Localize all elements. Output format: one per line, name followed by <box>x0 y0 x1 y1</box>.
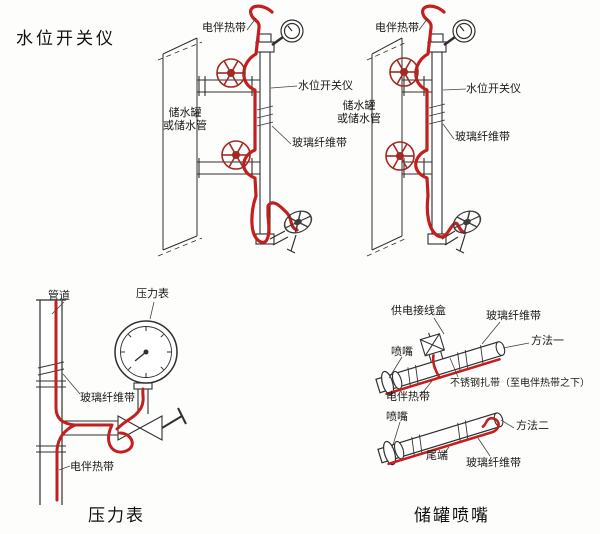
label-tank-right-line1: 储水罐 <box>342 100 376 112</box>
level-column-left <box>255 33 275 245</box>
label-method2: 方法二 <box>516 420 549 432</box>
valve-handwheel-lower-left-icon <box>221 140 251 170</box>
sight-gauge-left-icon <box>271 19 304 47</box>
label-fiber-tape-nozzle-top: 玻璃纤维带 <box>486 310 541 322</box>
valve-handwheel-upper-left-icon <box>216 58 246 88</box>
leaders-nozzle <box>388 317 530 457</box>
caption-tank-nozzle: 储罐喷嘴 <box>414 506 490 525</box>
fiber-bands-nozzle2 <box>411 420 469 456</box>
fiber-bands-left <box>256 105 274 127</box>
label-nozzle1: 喷嘴 <box>391 346 413 358</box>
label-method1: 方法一 <box>531 335 564 347</box>
sight-gauge-right-icon <box>443 19 476 47</box>
label-tank-right-line2: 或储水管 <box>337 112 381 125</box>
leader-lines-right <box>418 17 467 140</box>
nozzle-flange-icon <box>381 370 395 396</box>
leaders-pressure <box>51 301 155 471</box>
label-fiber-tape-right: 玻璃纤维带 <box>455 131 510 143</box>
nozzle-method2 <box>377 412 504 466</box>
tank-panel-right <box>366 37 408 257</box>
label-nozzle2: 喷嘴 <box>386 411 408 423</box>
label-fiber-tape-pressure: 玻璃纤维带 <box>80 392 135 404</box>
fiber-bands-right <box>428 103 446 125</box>
page-title: 水位开关仪 <box>16 29 116 48</box>
fiber-bands-pipe <box>37 361 65 376</box>
label-steel-tie: 不锈钢扎带（至电伴热带之下） <box>450 378 590 389</box>
label-tank-left-line1: 储水罐 <box>168 107 202 119</box>
label-fiber-tape-nozzle-bottom: 玻璃纤维带 <box>466 457 521 469</box>
label-heat-trace-pressure: 电伴热带 <box>70 461 114 473</box>
heat-trace-right <box>414 4 467 239</box>
label-tail-end: 尾端 <box>426 450 448 462</box>
junction-box-icon <box>419 332 446 363</box>
label-tank-left: 储水罐 或储水管 <box>158 107 212 132</box>
tank-panel-left <box>157 37 203 257</box>
label-tank-left-line2: 或储水管 <box>163 119 207 132</box>
caption-pressure-gauge: 压力表 <box>88 506 145 525</box>
valve-handle-icon <box>161 407 187 429</box>
level-column-right <box>427 33 447 245</box>
label-heat-trace-right: 电伴热带 <box>375 22 419 34</box>
nozzle-method1 <box>375 332 506 396</box>
label-heat-trace-nozzle: 电伴热带 <box>386 391 430 403</box>
label-level-switch-right: 水位开关仪 <box>466 83 521 95</box>
drain-valve-right <box>441 230 466 254</box>
pipe-main <box>36 299 66 505</box>
heat-trace-nozzle2 <box>387 416 500 466</box>
heat-trace-pressure <box>54 300 145 502</box>
label-junction-box: 供电接线盒 <box>391 305 446 317</box>
leader-lines-left <box>246 17 298 145</box>
heat-trace-nozzle1 <box>385 354 501 396</box>
label-heat-trace-left: 电伴热带 <box>202 22 246 34</box>
fiber-bands-nozzle1 <box>407 345 484 386</box>
label-fiber-tape-left: 玻璃纤维带 <box>292 137 347 149</box>
label-tank-right: 储水罐 或储水管 <box>332 100 386 125</box>
pressure-gauge-dial-icon <box>114 320 178 384</box>
label-pipe: 管道 <box>48 290 70 302</box>
label-level-switch-left: 水位开关仪 <box>298 80 353 92</box>
label-pressure-gauge: 压力表 <box>136 288 169 300</box>
valve-handwheel-lower-right-icon <box>385 141 415 171</box>
drain-valve-left <box>269 230 297 254</box>
branch-upper-left <box>197 76 260 96</box>
branch-lower-left <box>197 158 260 178</box>
